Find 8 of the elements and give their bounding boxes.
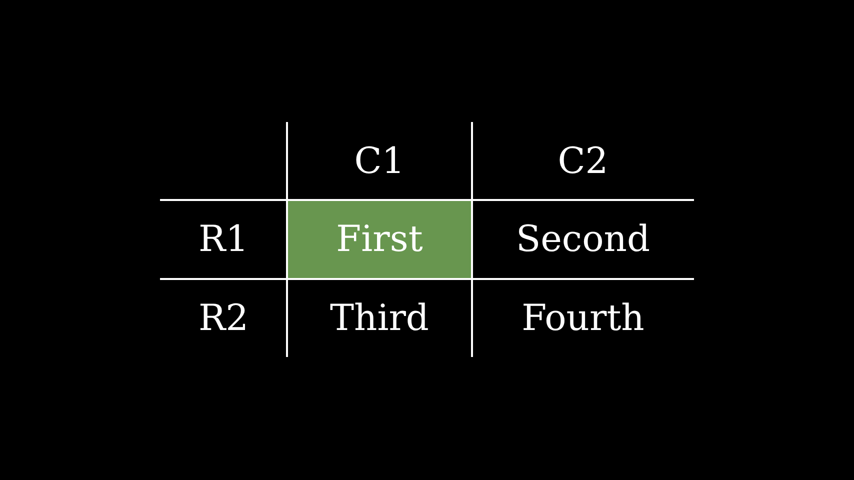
table-entry: Fourth	[522, 298, 644, 338]
row-header: R2	[198, 298, 248, 338]
highlighted-entry: First	[288, 201, 471, 278]
table-entry: Third	[330, 298, 429, 338]
table-entry: Second	[516, 219, 650, 260]
row-header: R1	[198, 219, 248, 260]
column-header: C1	[354, 140, 405, 182]
column-header: C2	[558, 140, 608, 182]
